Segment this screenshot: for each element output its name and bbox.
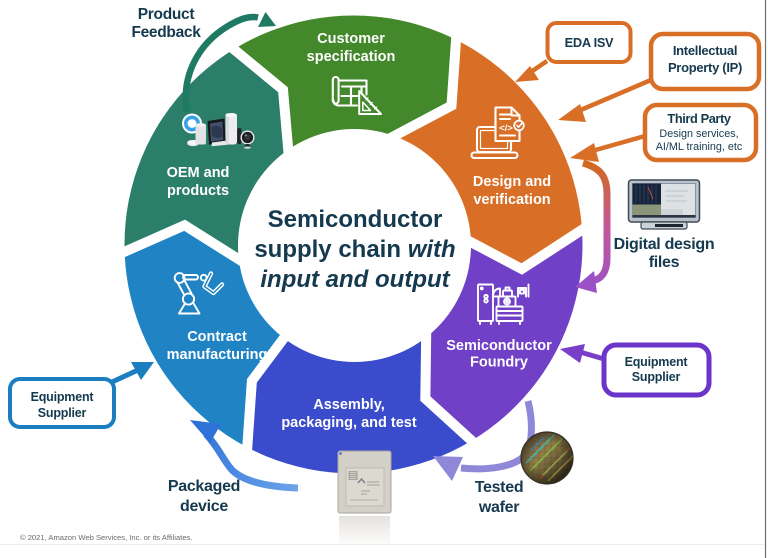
svg-text:wafer: wafer (478, 499, 519, 516)
svg-text:Third Party: Third Party (667, 111, 731, 126)
svg-text:manufacturing: manufacturing (167, 347, 268, 363)
svg-text:Design and: Design and (473, 174, 551, 190)
svg-text:Property (IP): Property (IP) (668, 60, 742, 75)
svg-text:Supplier: Supplier (38, 406, 87, 420)
svg-text:Digital design: Digital design (614, 236, 715, 253)
svg-text:input and output: input and output (260, 266, 450, 293)
svg-text:AI/ML training, etc: AI/ML training, etc (656, 141, 743, 153)
svg-text:</>: </> (499, 123, 513, 134)
svg-text:Feedback: Feedback (131, 24, 201, 41)
svg-text:Equipment: Equipment (625, 355, 689, 369)
svg-text:Foundry: Foundry (470, 355, 528, 371)
svg-text:EDA ISV: EDA ISV (565, 35, 614, 50)
svg-text:specification: specification (307, 49, 396, 65)
svg-text:products: products (167, 183, 229, 199)
svg-text:verification: verification (473, 192, 550, 208)
svg-text:Semiconductor: Semiconductor (268, 206, 443, 233)
svg-text:© 2021, Amazon Web Services, I: © 2021, Amazon Web Services, Inc. or its… (20, 533, 192, 542)
svg-text:Product: Product (138, 6, 195, 23)
svg-text:packaging, and test: packaging, and test (281, 415, 417, 431)
svg-text:Supplier: Supplier (632, 370, 681, 384)
svg-text:supply chain with: supply chain with (254, 236, 455, 263)
svg-text:Packaged: Packaged (168, 478, 240, 495)
svg-text:Semiconductor: Semiconductor (446, 338, 552, 354)
svg-text:Customer: Customer (317, 31, 385, 47)
svg-text:Assembly,: Assembly, (313, 397, 384, 413)
svg-text:Design services,: Design services, (659, 128, 738, 140)
svg-text:device: device (180, 498, 228, 515)
svg-text:OEM and: OEM and (167, 165, 230, 181)
svg-text:Intellectual: Intellectual (673, 43, 737, 58)
svg-text:Equipment: Equipment (31, 390, 95, 404)
svg-text:Tested: Tested (475, 479, 524, 496)
svg-text:Contract: Contract (187, 329, 247, 345)
svg-text:files: files (649, 254, 680, 271)
